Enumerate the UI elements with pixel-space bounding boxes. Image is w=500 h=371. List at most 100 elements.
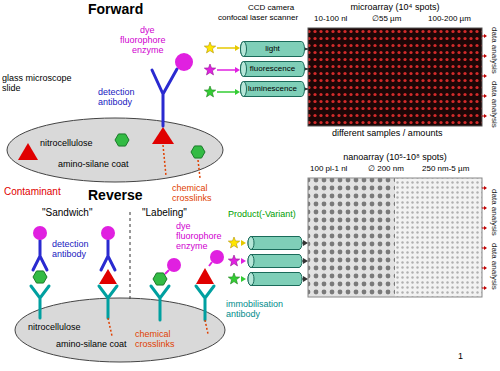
label-name: enzyme xyxy=(132,46,164,56)
detector-cylinder: luminescence xyxy=(240,81,305,97)
output-label: data analysis xyxy=(489,243,498,290)
signal-arrow xyxy=(217,47,235,49)
signal-star xyxy=(204,42,215,97)
part-name: chemical crosslinks xyxy=(135,330,187,350)
reverse-slide xyxy=(15,298,225,362)
cylinder-body xyxy=(241,62,305,77)
detector-label: luminescence xyxy=(248,81,297,97)
output-arrow xyxy=(484,286,487,290)
detector-cylinder xyxy=(248,237,254,250)
output-arrow xyxy=(484,186,487,190)
output-label: data analysis xyxy=(489,81,498,128)
product-hexagon xyxy=(115,134,129,146)
dimension: 250 nm-5 µm xyxy=(422,165,469,174)
connector-arrow xyxy=(305,48,308,49)
output-label: data analysis xyxy=(489,189,498,236)
detector-cylinder xyxy=(248,273,254,286)
part-name: nitrocellulose xyxy=(40,139,93,149)
dimension: 100 pl-1 nl xyxy=(310,165,347,174)
part-name: amino-silane coat xyxy=(56,340,127,350)
detection-antibody xyxy=(33,240,47,270)
part-name: chemical crosslinks xyxy=(172,184,224,204)
output-arrow xyxy=(484,266,487,270)
crosslink xyxy=(163,145,200,178)
detector-cylinder xyxy=(248,255,302,268)
detection-antibody xyxy=(152,69,177,126)
dye-circle xyxy=(210,250,224,264)
array-heading: nanoarray (10⁵-10⁸ spots) xyxy=(308,152,482,163)
output-arrow xyxy=(484,34,487,38)
signal-star xyxy=(228,237,239,284)
signal-star xyxy=(204,86,215,97)
forward-slide xyxy=(7,118,223,182)
signal-star xyxy=(204,64,215,75)
section-title: Forward xyxy=(88,2,143,17)
detector-cylinder xyxy=(248,237,302,250)
signal-star xyxy=(204,42,215,53)
part-name: immobilisation antibody xyxy=(226,300,298,320)
signal-arrow xyxy=(235,67,240,73)
output-arrow xyxy=(482,36,485,288)
output-arrow xyxy=(484,54,487,58)
detector-cylinder xyxy=(248,237,302,286)
immobilisation-antibody xyxy=(99,286,117,318)
detector-label: light xyxy=(265,41,280,57)
signal-arrow xyxy=(241,258,246,264)
dye-circle xyxy=(175,53,193,71)
product-hexagon xyxy=(153,273,167,285)
detector-arrow xyxy=(303,276,308,282)
signal-arrow xyxy=(217,45,240,95)
label-name: dye fluorophore enzyme xyxy=(176,222,230,252)
part-name: amino-silane coat xyxy=(58,160,129,170)
divider-line xyxy=(130,212,131,300)
label-name: dye xyxy=(140,26,155,36)
detection-antibody xyxy=(152,69,177,126)
signal-arrow xyxy=(241,240,246,282)
output-arrow xyxy=(482,34,487,290)
signal-arrow xyxy=(241,276,246,282)
detector-cylinder xyxy=(248,255,254,268)
output-arrow xyxy=(484,74,487,78)
output-arrow xyxy=(484,94,487,98)
output-arrow xyxy=(484,246,487,250)
device-name: CCD camera xyxy=(248,4,294,13)
crosslink xyxy=(163,145,200,178)
analyte-triangle xyxy=(196,268,214,284)
dye-circle xyxy=(167,258,181,272)
page-number: 1 xyxy=(458,352,463,362)
signal-star xyxy=(228,273,239,284)
analyte-triangle xyxy=(152,127,174,144)
microarray-image xyxy=(308,28,482,126)
part-name: Product(-Variant) xyxy=(228,210,296,220)
connector-arrow xyxy=(305,88,308,89)
cylinder-face xyxy=(241,82,247,97)
axis-note: different samples / amounts xyxy=(332,129,442,139)
connector-arrow xyxy=(305,68,308,69)
output-arrow xyxy=(484,226,487,230)
product-hexagon xyxy=(33,271,47,283)
dimension: 10-100 nl xyxy=(314,15,347,24)
product-hexagon xyxy=(191,146,205,158)
part-name: Contaminant xyxy=(4,186,61,197)
signal-arrow xyxy=(217,91,235,93)
contaminant-triangle xyxy=(18,143,38,160)
dimension: ∅ 200 nm xyxy=(368,165,404,174)
forward-slide xyxy=(7,118,223,182)
signal-arrow xyxy=(241,240,246,246)
immobilisation-antibody xyxy=(31,286,214,320)
output-arrow xyxy=(484,114,487,118)
dye-circle xyxy=(101,226,115,240)
detector-arrow xyxy=(303,240,308,246)
cylinder-face xyxy=(241,62,247,77)
part-name: glass microscope slide xyxy=(2,74,82,94)
immobilisation-antibody xyxy=(196,286,214,320)
signal-star xyxy=(228,255,239,266)
dye-link xyxy=(165,262,212,274)
array-heading: microarray (10⁴ spots) xyxy=(308,2,482,13)
detector-cylinder: fluorescence xyxy=(240,61,305,77)
reverse-slide xyxy=(15,298,225,362)
cylinder-body xyxy=(241,82,305,97)
detector-cylinder: light xyxy=(240,41,305,57)
microarray-image xyxy=(308,28,482,126)
signal-arrow xyxy=(235,45,240,51)
